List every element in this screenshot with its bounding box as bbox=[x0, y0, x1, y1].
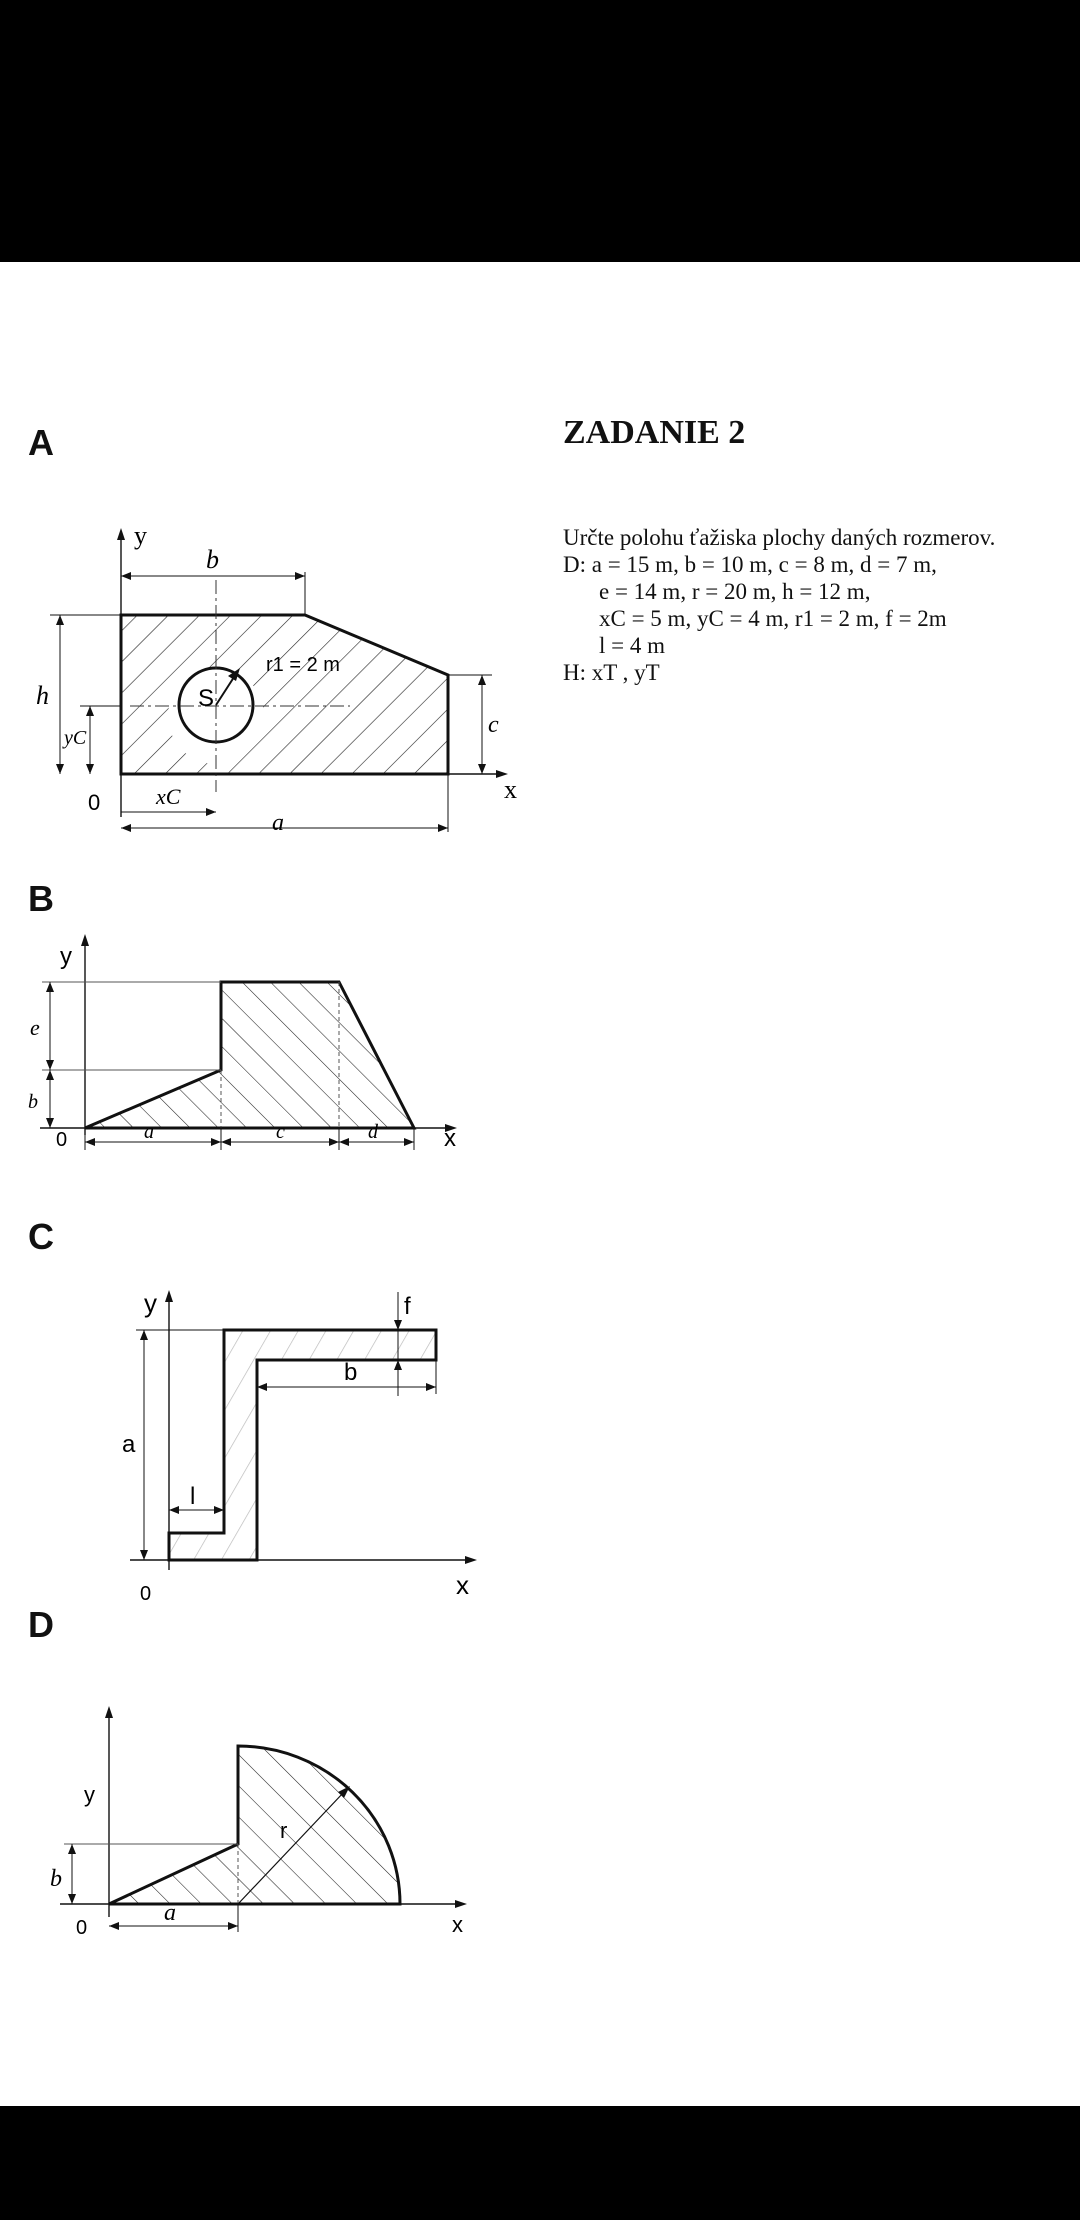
figure-d-diagram: y x 0 b a r bbox=[50, 1706, 467, 1939]
figure-b-label-origin: 0 bbox=[56, 1129, 67, 1150]
figure-b-label-c: c bbox=[276, 1121, 285, 1143]
figure-a-diagram: y x 0 b h yC c xC a S r1 = 2 m bbox=[36, 521, 517, 832]
given-line-4: l = 4 m bbox=[599, 633, 666, 658]
figure-b-label-d: d bbox=[368, 1121, 379, 1143]
figure-c-label-f: f bbox=[404, 1293, 411, 1320]
figure-a-label-xc: xC bbox=[155, 784, 181, 809]
figure-a-label-y: y bbox=[134, 521, 147, 550]
figure-a-label-b: b bbox=[206, 545, 219, 574]
given-line-1: D: a = 15 m, b = 10 m, c = 8 m, d = 7 m, bbox=[563, 552, 937, 577]
figure-a-label-origin: 0 bbox=[88, 790, 100, 815]
figure-d-hatched-area bbox=[109, 1746, 400, 1904]
figure-d-label-r: r bbox=[280, 1818, 287, 1843]
figure-a-label-h: h bbox=[36, 681, 49, 710]
figure-a-label-x: x bbox=[504, 775, 517, 804]
figure-b-label-y: y bbox=[60, 943, 72, 970]
figure-c-hatched-area bbox=[169, 1330, 436, 1560]
figure-d-label-b: b bbox=[50, 1866, 62, 1892]
figure-b-label-a: a bbox=[144, 1121, 154, 1143]
figure-c-letter: C bbox=[28, 1216, 54, 1257]
figure-a-letter: A bbox=[28, 422, 54, 463]
figure-d-label-y: y bbox=[84, 1782, 95, 1807]
top-black-bar bbox=[0, 0, 1080, 262]
figure-b-hatched-area bbox=[85, 982, 414, 1128]
figure-d-label-x: x bbox=[452, 1912, 463, 1937]
task-prompt: Určte polohu ťažiska plochy daných rozme… bbox=[563, 525, 996, 550]
figure-c-label-l: l bbox=[190, 1483, 195, 1510]
figure-a-label-yc: yC bbox=[62, 727, 87, 749]
figure-a-label-r1: r1 = 2 m bbox=[266, 654, 340, 676]
figure-c-label-a: a bbox=[122, 1431, 136, 1458]
figure-a-label-a: a bbox=[272, 810, 284, 832]
task-text: Určte polohu ťažiska plochy daných rozme… bbox=[563, 524, 995, 686]
figure-d-label-a: a bbox=[164, 1900, 176, 1926]
document-page: ZADANIE 2 Určte polohu ťažiska plochy da… bbox=[0, 262, 1080, 2106]
figure-b-letter: B bbox=[28, 878, 54, 919]
figure-c-label-x: x bbox=[456, 1570, 469, 1600]
figure-b-label-x: x bbox=[444, 1125, 456, 1150]
figure-c-outline bbox=[167, 1328, 438, 1562]
find-line: H: xT , yT bbox=[563, 660, 660, 685]
figure-d-label-origin: 0 bbox=[76, 1917, 87, 1939]
figure-b-label-e: e bbox=[30, 1015, 40, 1040]
figure-a-hatched-area bbox=[121, 615, 448, 774]
figure-a-label-s: S bbox=[198, 685, 214, 712]
given-line-3: xC = 5 m, yC = 4 m, r1 = 2 m, f = 2m bbox=[599, 606, 947, 631]
figure-c-label-origin: 0 bbox=[140, 1583, 151, 1602]
figure-c-label-y: y bbox=[144, 1288, 157, 1318]
figure-c-diagram: y x 0 f b a l bbox=[122, 1288, 477, 1602]
figure-d-letter: D bbox=[28, 1604, 54, 1645]
figure-d-outline bbox=[108, 1744, 402, 1906]
figure-a-label-c: c bbox=[488, 712, 499, 738]
given-line-2: e = 14 m, r = 20 m, h = 12 m, bbox=[599, 579, 871, 604]
bottom-black-bar bbox=[0, 2106, 1080, 2220]
page-title: ZADANIE 2 bbox=[563, 414, 746, 451]
figure-c-label-b: b bbox=[344, 1359, 357, 1386]
figure-b-label-b: b bbox=[28, 1091, 38, 1113]
figure-b-diagram: y x 0 e b a c d bbox=[28, 934, 457, 1150]
